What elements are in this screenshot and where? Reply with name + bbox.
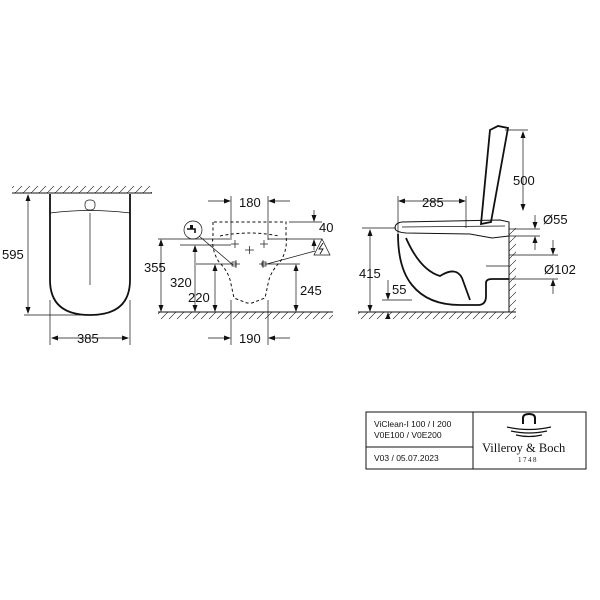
- dim-320-label: 320: [170, 275, 192, 290]
- dim-190: 190: [208, 300, 290, 346]
- top-view: 595 385: [2, 186, 152, 346]
- dim-diameter-55-label: Ø55: [543, 212, 568, 227]
- side-view-seat: [394, 219, 510, 239]
- top-view-hinge: [84, 199, 96, 211]
- dim-diameter-102-label: Ø102: [544, 262, 576, 277]
- dim-500: 500: [505, 129, 535, 211]
- dim-diameter-102: Ø102: [509, 240, 576, 294]
- dim-245: 245: [267, 263, 322, 312]
- model-line-2: V0E100 / V0E200: [374, 430, 442, 440]
- dim-180-label: 180: [239, 195, 261, 210]
- dim-55: 55: [382, 280, 412, 319]
- dim-385: 385: [49, 300, 131, 346]
- dim-415-label: 415: [359, 266, 381, 281]
- side-view-lid: [479, 125, 510, 226]
- side-view: 285 500 Ø55 Ø102: [358, 125, 576, 319]
- side-view-trap: [405, 237, 471, 301]
- side-view-wall: [508, 228, 516, 312]
- brand-year: 1748: [518, 456, 538, 464]
- dim-355: 355: [144, 238, 230, 312]
- dim-355-label: 355: [144, 260, 166, 275]
- dim-385-label: 385: [77, 331, 99, 346]
- dim-190-label: 190: [239, 331, 261, 346]
- front-view-fixing-points: [231, 240, 268, 268]
- dim-285: 285: [397, 195, 467, 234]
- version-date: V03 / 05.07.2023: [374, 453, 439, 463]
- dim-595: 595: [2, 192, 88, 316]
- brand-name: Villeroy & Boch: [482, 441, 566, 455]
- front-view-inner-line: [219, 232, 280, 237]
- front-view-floor: [158, 311, 333, 319]
- front-view: 180 40 355 320: [144, 195, 333, 346]
- villeroy-boch-logo-icon: [506, 412, 552, 438]
- dim-220-label: 220: [188, 290, 210, 305]
- title-block: ViClean-I 100 / I 200 V0E100 / V0E200 V0…: [365, 411, 587, 470]
- dim-diameter-55: Ø55: [509, 212, 568, 250]
- dim-55-label: 55: [392, 282, 406, 297]
- dim-320: 320: [170, 244, 231, 312]
- front-view-pan-outline: [212, 221, 287, 304]
- side-view-seat-line: [401, 225, 506, 228]
- dim-285-label: 285: [422, 195, 444, 210]
- side-view-bowl: [397, 233, 509, 306]
- top-view-seat-line: [49, 210, 131, 214]
- dim-415: 415: [359, 227, 396, 312]
- dim-595-label: 595: [2, 247, 24, 262]
- dim-245-label: 245: [300, 283, 322, 298]
- dim-220: 220: [188, 263, 232, 312]
- dim-40: 40: [268, 210, 333, 250]
- top-view-bowl-outline: [49, 194, 131, 316]
- model-line-1: ViClean-I 100 / I 200: [374, 419, 452, 429]
- dim-180: 180: [208, 195, 290, 240]
- dim-40-label: 40: [319, 220, 333, 235]
- water-tap-icon: [183, 220, 234, 266]
- dim-500-label: 500: [513, 173, 535, 188]
- side-view-floor: [358, 311, 516, 319]
- top-view-wall: [12, 186, 152, 194]
- warning-electrical-icon: [266, 238, 331, 265]
